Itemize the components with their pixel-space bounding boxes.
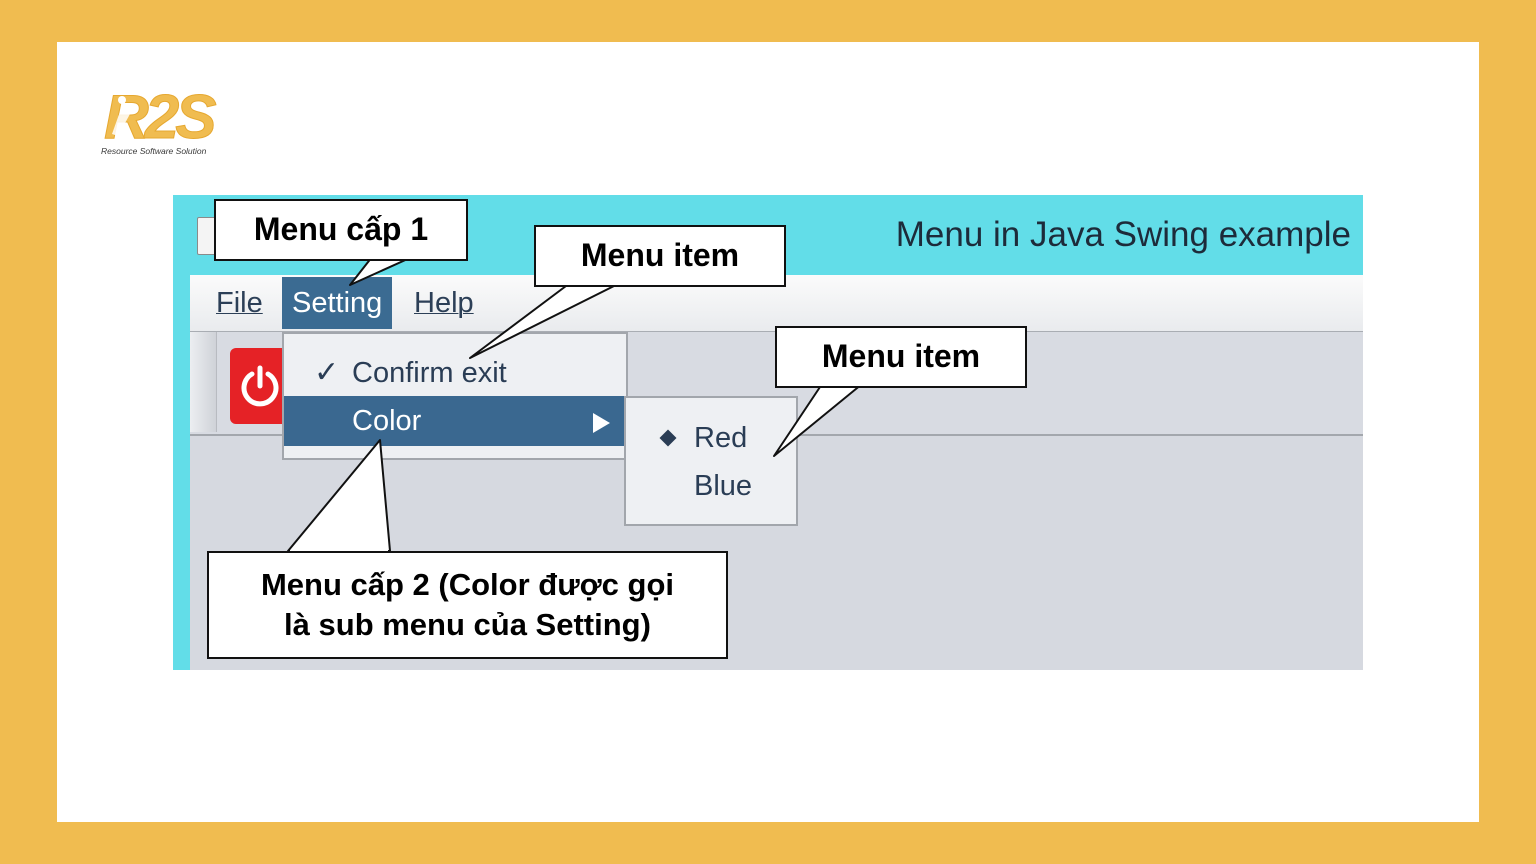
submenu-arrow-icon (593, 413, 610, 433)
confirm-exit-label: Confirm exit (352, 357, 507, 389)
menu-item-red[interactable]: Red (626, 414, 796, 462)
callout-menu-item-right: Menu item (775, 326, 1027, 388)
menu-item-confirm-exit[interactable]: ✓ Confirm exit (284, 348, 626, 398)
toolbar-grip[interactable] (190, 332, 217, 432)
radio-diamond-icon (659, 429, 677, 447)
callout-menu-level1: Menu cấp 1 (214, 199, 468, 261)
menu-help[interactable]: Help (404, 277, 484, 329)
power-icon (241, 365, 279, 407)
callout-menu-level2: Menu cấp 2 (Color được gọi là sub menu c… (207, 551, 728, 659)
menu-setting-label: Setting (292, 287, 383, 319)
window-title: Menu in Java Swing example (895, 215, 1351, 254)
menu-item-blue[interactable]: Blue (626, 462, 796, 510)
color-submenu: Red Blue (624, 396, 798, 526)
menu-help-label: Help (414, 287, 474, 319)
callout-level2-line2: là sub menu của Setting) (284, 607, 651, 642)
callout-level2-line1: Menu cấp 2 (Color được gọi (260, 567, 675, 602)
power-button[interactable] (230, 348, 290, 424)
red-label: Red (694, 422, 748, 454)
logo-tagline: Resource Software Solution (101, 146, 207, 156)
color-label: Color (352, 405, 422, 437)
menu-file-label: File (216, 287, 263, 319)
r2s-logo: R2S (104, 84, 221, 153)
callout-menu-item-top: Menu item (534, 225, 786, 287)
menu-item-color[interactable]: Color (284, 396, 626, 446)
blue-label: Blue (694, 470, 753, 502)
menu-file[interactable]: File (206, 277, 273, 329)
menu-setting[interactable]: Setting (282, 277, 393, 329)
setting-dropdown: ✓ Confirm exit Color (282, 332, 628, 460)
checkmark-icon: ✓ (314, 356, 340, 389)
